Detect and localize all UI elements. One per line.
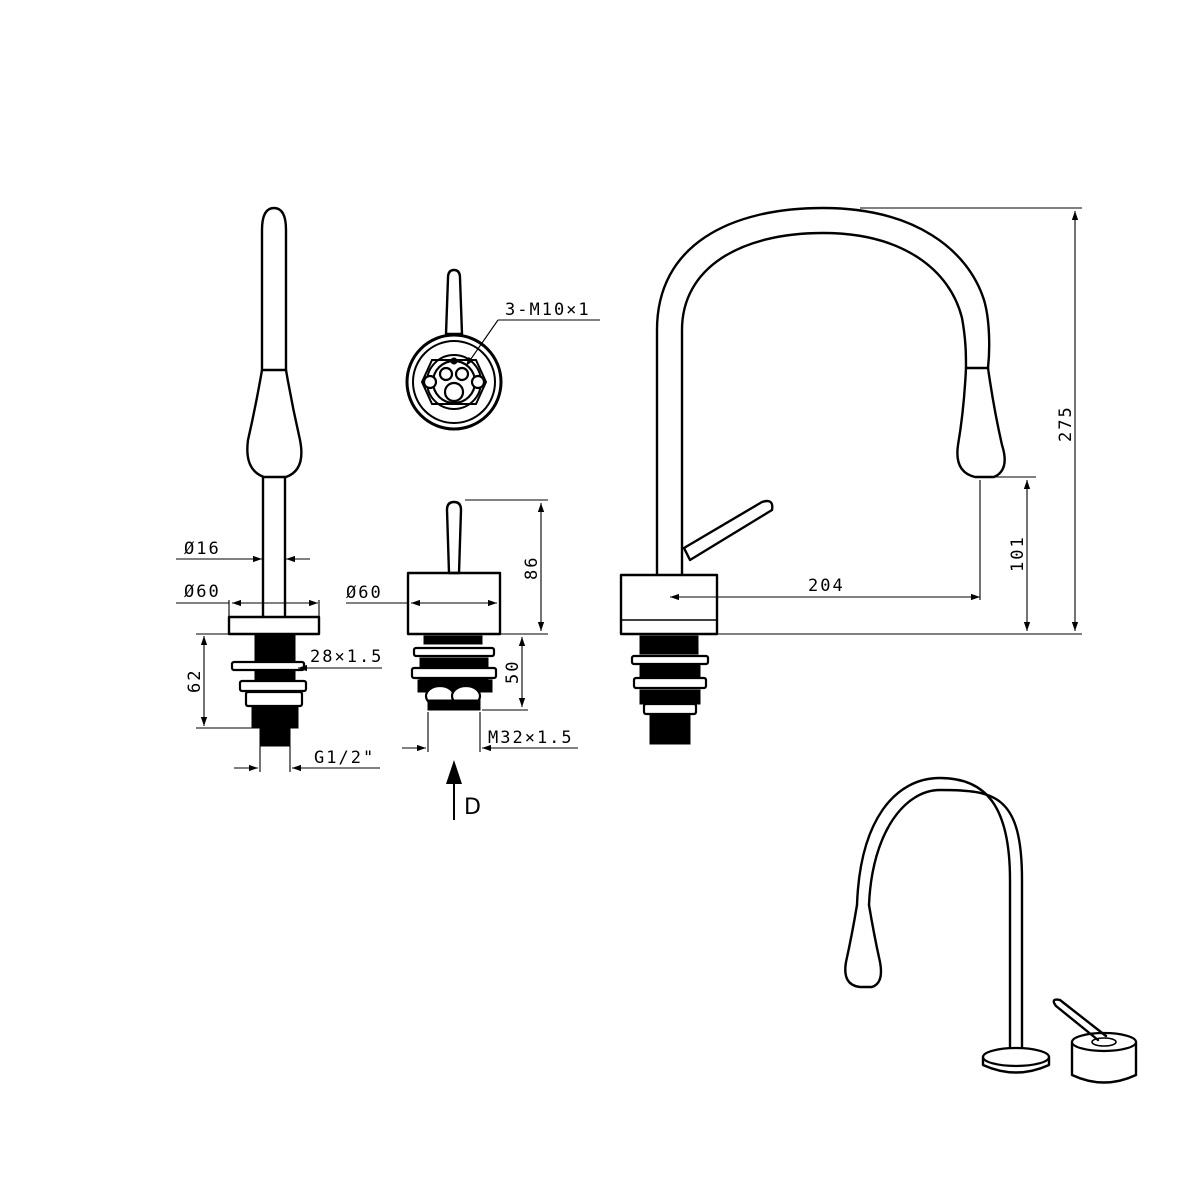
height-86-label: 86 [522, 556, 542, 580]
front-view [619, 206, 1006, 745]
front-dimensions: 204 101 275 [670, 207, 1082, 635]
spout-base-disc [227, 615, 321, 636]
spout-wand [260, 206, 288, 372]
length-62-label: 62 [185, 669, 205, 693]
handle-side-view [406, 500, 502, 711]
front-spout-head [956, 366, 1006, 479]
reach-204-label: 204 [808, 576, 845, 596]
spout-head [246, 368, 303, 479]
diameter-60-label: Ø60 [184, 582, 221, 602]
iso-handle-lever [1052, 998, 1108, 1042]
handle-diameter-60-label: Ø60 [346, 583, 383, 603]
thread-28-label: 28×1.5 [310, 647, 383, 667]
height-50-label: 50 [503, 660, 523, 684]
gooseneck-inner [680, 231, 968, 577]
height-275-label: 275 [1056, 405, 1076, 442]
spout-dimensions: Ø16 Ø60 62 28×1.5 G1/2" [176, 539, 383, 772]
front-lever [682, 499, 774, 562]
handle-top-view: 3-M10×1 [405, 268, 600, 431]
view-d-label: D [464, 795, 481, 820]
thread-g12-label: G1/2" [314, 748, 375, 768]
height-101-label: 101 [1008, 535, 1028, 572]
diameter-16-label: Ø16 [184, 539, 221, 559]
iso-handle-body [1070, 1040, 1138, 1084]
front-base [619, 573, 719, 636]
iso-gooseneck-outer [855, 776, 1012, 1050]
gooseneck-outer [655, 206, 991, 577]
thread-m32-label: M32×1.5 [488, 728, 574, 748]
spout-side-view [227, 206, 321, 747]
iso-spout-head [844, 903, 883, 989]
handle-lever [445, 500, 463, 575]
handle-dimensions: Ø60 86 50 M32×1.5 D [346, 499, 578, 820]
perspective-view [844, 776, 1138, 1084]
holes-3-m10-label: 3-M10×1 [505, 300, 591, 320]
